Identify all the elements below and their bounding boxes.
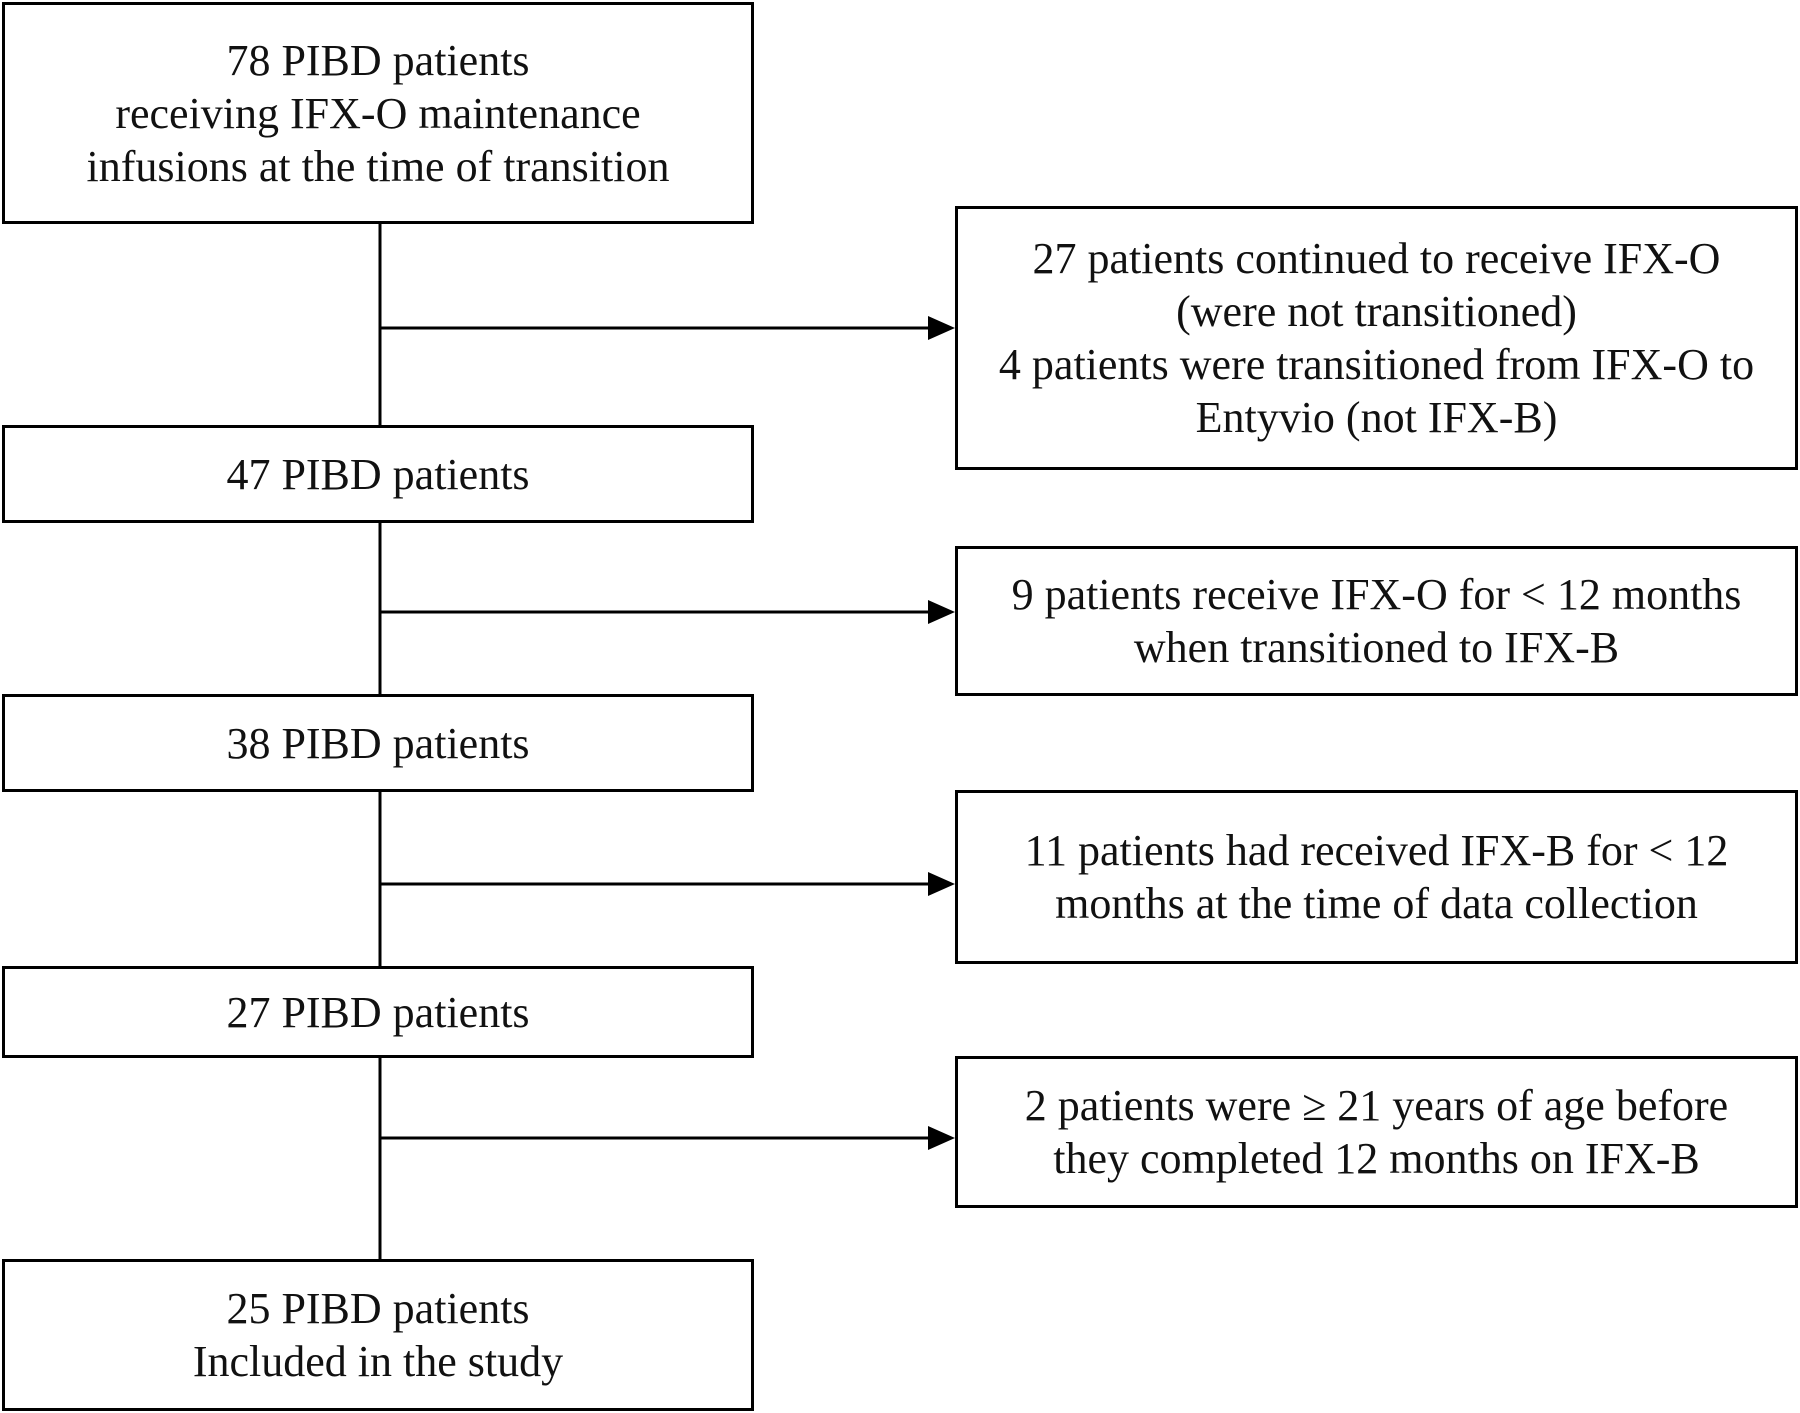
- box-text-line: Entyvio (not IFX-B): [1195, 393, 1558, 442]
- box-text-line: infusions at the time of transition: [86, 141, 670, 191]
- box-text-line: 27 PIBD patients: [226, 987, 530, 1037]
- box-text-line: 47 PIBD patients: [226, 449, 530, 499]
- box-text-line: (were not transitioned): [1176, 287, 1577, 336]
- exclusion-box-age-21-or-older: 2 patients were ≥ 21 years of age before…: [955, 1056, 1798, 1208]
- box-text-line: 9 patients receive IFX-O for < 12 months: [1011, 570, 1742, 619]
- box-27-pibd-patients: 27 PIBD patients: [2, 966, 754, 1058]
- box-text-line: 2 patients were ≥ 21 years of age before: [1024, 1081, 1729, 1130]
- box-text-line: Included in the study: [192, 1337, 564, 1386]
- arrowhead-exclusion-1: [928, 316, 955, 340]
- box-47-pibd-patients: 47 PIBD patients: [2, 425, 754, 523]
- exclusion-box-ifx-b-under-12-months: 11 patients had received IFX-B for < 12 …: [955, 790, 1798, 964]
- box-38-pibd-patients: 38 PIBD patients: [2, 694, 754, 792]
- box-text-line: 4 patients were transitioned from IFX-O …: [998, 340, 1755, 389]
- arrowhead-exclusion-4: [928, 1126, 955, 1150]
- exclusion-box-ifx-o-under-12-months: 9 patients receive IFX-O for < 12 months…: [955, 546, 1798, 696]
- box-78-pibd-patients: 78 PIBD patients receiving IFX-O mainten…: [2, 2, 754, 224]
- arrowhead-exclusion-3: [928, 872, 955, 896]
- box-text-line: months at the time of data collection: [1055, 879, 1698, 928]
- box-25-pibd-patients-included: 25 PIBD patients Included in the study: [2, 1259, 754, 1411]
- box-text-line: when transitioned to IFX-B: [1133, 623, 1620, 672]
- box-text-line: 38 PIBD patients: [226, 718, 530, 768]
- box-text-line: 11 patients had received IFX-B for < 12: [1024, 826, 1729, 875]
- exclusion-box-not-transitioned: 27 patients continued to receive IFX-O (…: [955, 206, 1798, 470]
- box-text-line: 27 patients continued to receive IFX-O: [1032, 234, 1721, 283]
- arrowhead-exclusion-2: [928, 600, 955, 624]
- box-text-line: 78 PIBD patients: [226, 35, 530, 85]
- box-text-line: receiving IFX-O maintenance: [115, 88, 641, 138]
- box-text-line: they completed 12 months on IFX-B: [1053, 1134, 1700, 1183]
- box-text-line: 25 PIBD patients: [226, 1284, 530, 1333]
